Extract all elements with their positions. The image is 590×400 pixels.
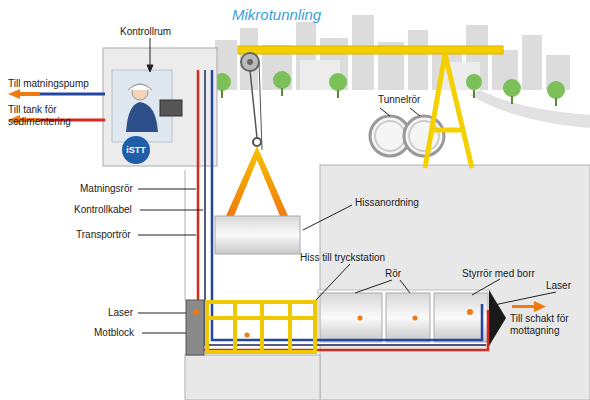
callout-label: Hissanordning: [355, 197, 419, 209]
callout-label: Rör: [385, 268, 401, 280]
callout-label: Kontrollkabel: [74, 204, 132, 216]
callout-label: Styrrör med borr: [462, 268, 535, 280]
callout-label: Hiss till tryckstation: [300, 252, 385, 264]
callout-label: Laser: [108, 307, 133, 319]
logo-text: iSTT: [126, 144, 146, 156]
flow-label: Till tank för sedimentering: [8, 104, 96, 128]
flow-label: Till matningspump: [8, 78, 89, 90]
callout-label: Motblock: [94, 327, 134, 339]
callout-label: Transportrör: [76, 229, 131, 241]
flow-label: Till schakt för mottagning: [510, 313, 586, 337]
callout-label: Tunnelrör: [378, 94, 420, 106]
callout-label: Matningsrör: [80, 183, 133, 195]
callout-label: Kontrollrum: [120, 26, 171, 38]
diagram-title: Mikrotunnling: [232, 6, 321, 23]
callout-label: Laser: [546, 280, 571, 292]
